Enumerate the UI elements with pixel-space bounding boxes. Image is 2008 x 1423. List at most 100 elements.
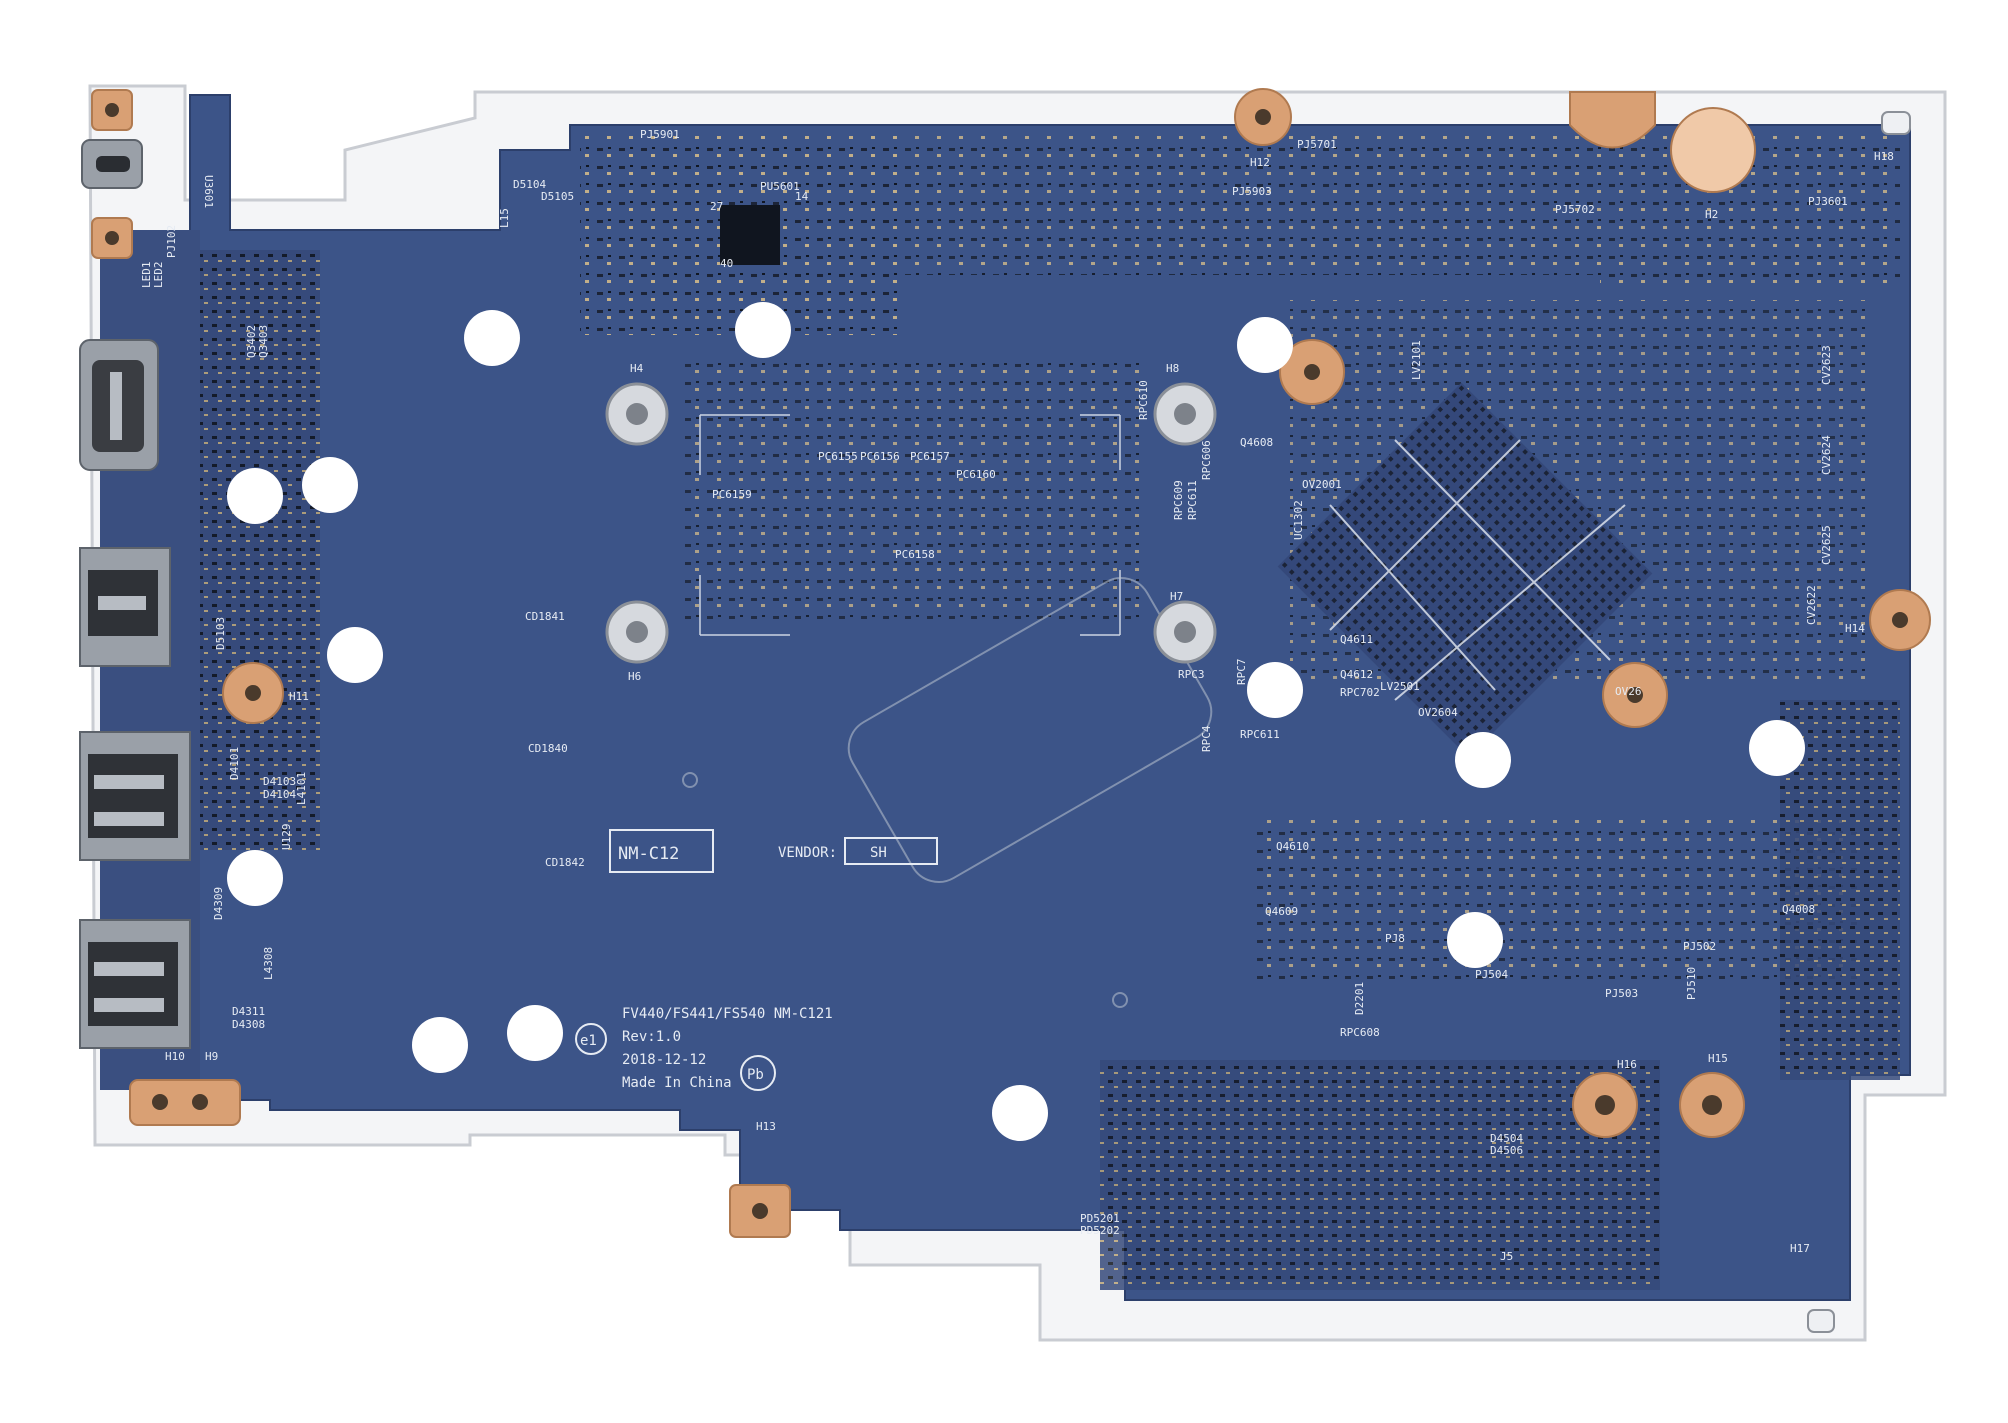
label-d2201: D2201 — [1353, 982, 1366, 1015]
vendor-label: VENDOR: — [778, 845, 837, 861]
label-pj504: PJ504 — [1475, 968, 1508, 981]
label-h2: H2 — [1705, 208, 1718, 221]
label-cv2623: CV2623 — [1820, 345, 1833, 385]
label-d4506: D4506 — [1490, 1144, 1523, 1157]
label-l4101: L4101 — [295, 772, 308, 805]
info-line1: FV440/FS441/FS540 NM-C121 — [622, 1006, 833, 1022]
label-h15: H15 — [1708, 1052, 1728, 1065]
label-led1: LED1 — [140, 262, 153, 289]
label-pc6158: PC6158 — [895, 548, 935, 561]
label-h9: H9 — [205, 1050, 218, 1063]
model-text: NM-C12 — [618, 844, 679, 864]
label-j5: J5 — [1500, 1250, 1513, 1263]
label-q4608: Q4608 — [1240, 436, 1273, 449]
info-line3: 2018-12-12 — [622, 1052, 706, 1068]
label-h13: H13 — [756, 1120, 776, 1133]
label-q4008: Q4008 — [1782, 903, 1815, 916]
label-rpc3: RPC3 — [1178, 668, 1205, 681]
label-d4103: D4103 — [263, 775, 296, 788]
label-pd5202: PD5202 — [1080, 1224, 1120, 1237]
usb-c-port-top — [81, 139, 143, 189]
label-pj102: PJ102 — [165, 225, 178, 258]
label-d5105: D5105 — [541, 190, 574, 203]
label-d4104: D4104 — [263, 788, 296, 801]
label-cd1840: CD1840 — [528, 742, 568, 755]
label-ov2604: OV2604 — [1418, 706, 1458, 719]
label-q3403: Q3403 — [257, 325, 270, 358]
label-d5104: D5104 — [513, 178, 546, 191]
label-q4609: Q4609 — [1265, 905, 1298, 918]
vendor-value: SH — [870, 845, 887, 861]
label-rpc606: RPC606 — [1200, 440, 1213, 480]
label-ov26: OV26 — [1615, 685, 1642, 698]
info-line2: Rev:1.0 — [622, 1029, 681, 1045]
label-q4610: Q4610 — [1276, 840, 1309, 853]
pu5601-chip — [720, 205, 780, 265]
label-d4504: D4504 — [1490, 1132, 1523, 1145]
label-l15: L15 — [498, 208, 511, 228]
label-h12: H12 — [1250, 156, 1270, 169]
label-pc6155: PC6155 — [818, 450, 858, 463]
mounting-holes — [227, 302, 1805, 1141]
label-pj5901: PJ5901 — [640, 128, 680, 141]
label-q4612: Q4612 — [1340, 668, 1373, 681]
label-u3601: U3601 — [202, 175, 215, 208]
pb-text: Pb — [747, 1067, 764, 1083]
label-cv2622: CV2622 — [1805, 585, 1818, 625]
label-pj5903: PJ5903 — [1232, 185, 1272, 198]
label-cv2625: CV2625 — [1820, 525, 1833, 565]
label-rpc4: RPC4 — [1200, 725, 1213, 752]
label-l4308: L4308 — [262, 947, 275, 980]
label-d4101: D4101 — [228, 747, 241, 780]
label-pc6156: PC6156 — [860, 450, 900, 463]
label-h4: H4 — [630, 362, 644, 375]
label-rpc609: RPC609 — [1172, 480, 1185, 520]
label-h18: H18 — [1874, 150, 1894, 163]
label-rpc7: RPC7 — [1235, 659, 1248, 686]
usb-a-port-2 — [79, 919, 191, 1049]
label-pc6159: PC6159 — [712, 488, 752, 501]
label-d5103: D5103 — [214, 617, 227, 650]
e1-mark — [575, 1023, 607, 1055]
label-ov2001: OV2001 — [1302, 478, 1342, 491]
label-cd1841: CD1841 — [525, 610, 565, 623]
usb-a-port-1 — [79, 731, 191, 861]
hdmi-port — [79, 547, 171, 667]
label-pj5702: PJ5702 — [1555, 203, 1595, 216]
label-40: 40 — [720, 257, 733, 270]
label-led2: LED2 — [152, 262, 165, 289]
label-lv2101: LV2101 — [1410, 340, 1423, 380]
label-pc6160: PC6160 — [956, 468, 996, 481]
label-pj502: PJ502 — [1683, 940, 1716, 953]
model-box — [609, 829, 714, 873]
label-cd1842: CD1842 — [545, 856, 585, 869]
label-lv2501: LV2501 — [1380, 680, 1420, 693]
usb-c-port — [79, 339, 159, 471]
label-d4308: D4308 — [232, 1018, 265, 1031]
label-rpc610: RPC610 — [1137, 380, 1150, 420]
label-h6: H6 — [628, 670, 641, 683]
label-pc6157: PC6157 — [910, 450, 950, 463]
designator-labels: U3601 PJ102 LED1 LED2 D5104 D5105 L15 PJ… — [140, 128, 1894, 1263]
label-h8: H8 — [1166, 362, 1179, 375]
vendor-box — [844, 837, 938, 865]
label-27: 27 — [710, 200, 723, 213]
label-pj8: PJ8 — [1385, 932, 1405, 945]
cpu-bga — [1277, 382, 1653, 758]
label-pd5201: PD5201 — [1080, 1212, 1120, 1225]
label-pj3601: PJ3601 — [1808, 195, 1848, 208]
label-h14: H14 — [1845, 622, 1865, 635]
label-rpc611a: RPC611 — [1186, 480, 1199, 520]
label-u129: U129 — [280, 824, 293, 851]
label-pu5601: PU5601 — [760, 180, 800, 193]
label-rpc611: RPC611 — [1240, 728, 1280, 741]
label-h11: H11 — [289, 690, 309, 703]
label-rpc702: RPC702 — [1340, 686, 1380, 699]
label-q4611: Q4611 — [1340, 633, 1373, 646]
label-q3402: Q3402 — [245, 325, 258, 358]
label-h7: H7 — [1170, 590, 1183, 603]
label-cv2624: CV2624 — [1820, 435, 1833, 475]
pb-mark — [740, 1055, 776, 1091]
info-line4: Made In China — [622, 1075, 732, 1091]
